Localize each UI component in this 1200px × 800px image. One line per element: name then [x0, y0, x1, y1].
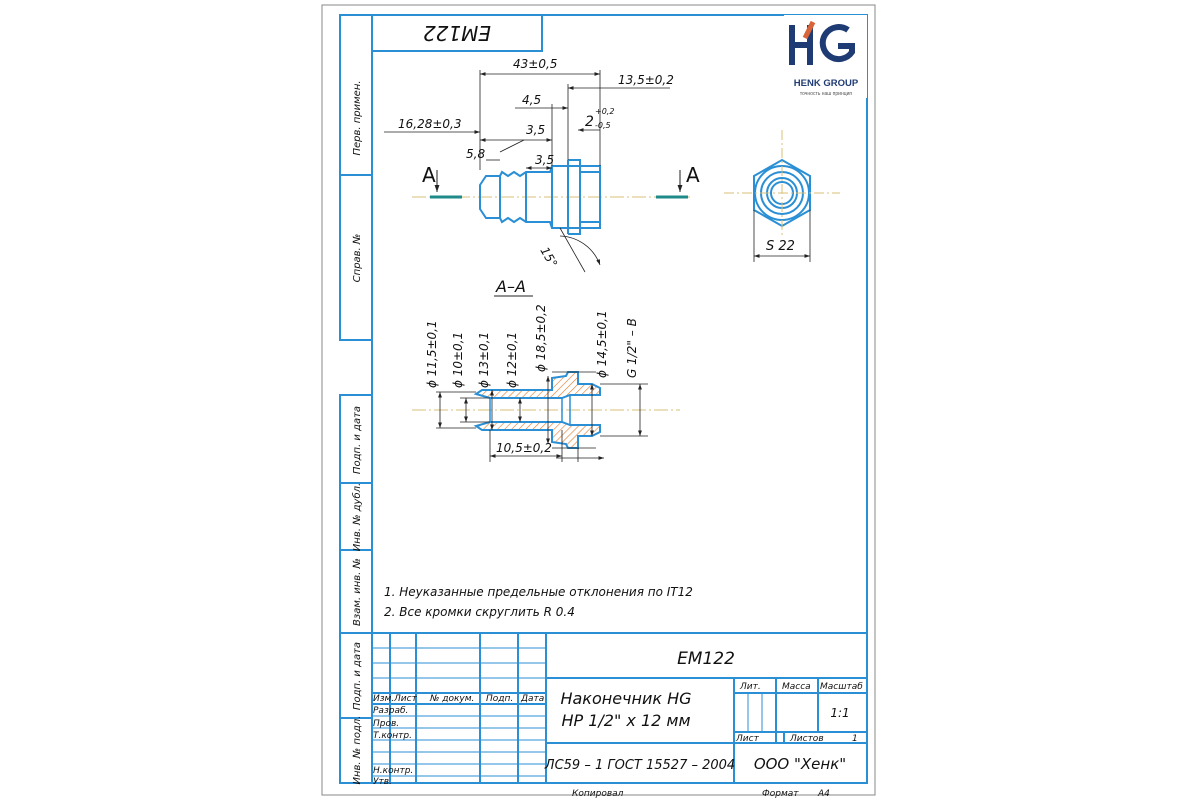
section-view: A–A [412, 277, 680, 462]
dim-4-5: 4,5 [522, 93, 541, 107]
dim-13-5: 13,5±0,2 [618, 73, 674, 87]
notes: 1. Неуказанные предельные отклонения по … [384, 585, 693, 619]
row-nkontr: Н.контр. [373, 766, 413, 776]
dim-2-tol-dn: -0,5 [595, 121, 611, 130]
material-spec: ЛС59 – 1 ГОСТ 15527 – 2004 [544, 758, 735, 773]
scale-value: 1:1 [830, 706, 849, 720]
dim-16-28: 16,28±0,3 [398, 117, 462, 131]
row-prov: Пров. [373, 719, 399, 729]
section-letter-left: A [422, 163, 436, 187]
rotated-doc-code: EM122 [423, 21, 491, 45]
side-label-vzam: Взам. инв. № [352, 558, 363, 626]
dim-5-8: 5,8 [466, 147, 485, 161]
note-1: 1. Неуказанные предельные отклонения по … [384, 585, 693, 599]
dim-d11-5: ϕ 11,5±0,1 [425, 320, 439, 388]
mass-label: Масса [782, 682, 811, 692]
side-label-perv: Перв. примен. [352, 80, 363, 155]
title-block-labels: Изм. Лист № докум. Подп. Дата Разраб. Пр… [373, 682, 863, 799]
dim-thread: G 1/2" – B [625, 318, 639, 378]
page-border [321, 4, 876, 796]
dim-3-5a: 3,5 [526, 123, 545, 137]
side-label-podl: Инв. № подл. [352, 716, 363, 785]
dim-3-5b: 3,5 [535, 153, 554, 167]
logo-brand: HENK GROUP [794, 78, 859, 89]
lit-label: Лит. [739, 682, 761, 692]
scale-label: Масштаб [820, 682, 863, 692]
section-letter-right: A [686, 163, 700, 187]
organization: ООО "Хенк" [754, 755, 846, 773]
drawing-frame [339, 14, 868, 784]
side-label-podp2: Подп. и дата [352, 642, 363, 710]
title-block-thin [372, 647, 763, 777]
copied-label: Копировал [572, 789, 624, 799]
dim-hex: S 22 [766, 239, 795, 254]
note-2: 2. Все кромки скруглить R 0.4 [384, 605, 575, 619]
end-view: S 22 [724, 130, 840, 262]
dim-d10: ϕ 10±0,1 [451, 332, 465, 388]
col-sign: Подп. [486, 694, 513, 704]
row-tkontr: Т.контр. [373, 731, 412, 741]
title-block [372, 632, 867, 783]
dim-2-tol-up: +0,2 [595, 107, 614, 116]
row-utv: Утв. [373, 777, 392, 787]
dim-d14-5: ϕ 14,5±0,1 [595, 310, 609, 378]
part-name-line2: HP 1/2" x 12 мм [561, 711, 690, 730]
dim-d13: ϕ 13±0,1 [477, 332, 491, 388]
dim-43: 43±0,5 [513, 57, 557, 71]
sheets-label: Листов [789, 734, 824, 744]
col-date: Дата [520, 694, 544, 704]
front-view: A A [384, 57, 700, 273]
dim-d12: ϕ 12±0,1 [505, 332, 519, 388]
col-list: Лист [393, 694, 418, 704]
dim-angle: 15° [537, 245, 560, 270]
dim-2: 2 [585, 114, 594, 130]
side-labels: Перв. примен. Справ. № Подп. и дата Инв.… [351, 80, 363, 784]
row-razrab: Разраб. [373, 706, 408, 716]
side-label-sprav: Справ. № [352, 234, 363, 283]
col-doc: № докум. [429, 694, 474, 704]
col-izm: Изм. [373, 694, 394, 704]
side-label-podp1: Подп. и дата [352, 406, 363, 474]
title-code: EM122 [677, 649, 735, 669]
logo-tagline: точность наш принцип [800, 91, 852, 97]
part-name-line1: Наконечник HG [560, 689, 691, 708]
side-label-dubl: Инв. № дубл. [351, 483, 363, 551]
format-label: Формат [762, 789, 799, 799]
section-title: A–A [495, 277, 526, 296]
fitting-outline [479, 159, 601, 235]
sheets-count: 1 [852, 734, 858, 744]
sheet-label: Лист [735, 734, 760, 744]
dim-10-5: 10,5±0,2 [496, 441, 552, 455]
format-value: А4 [817, 789, 830, 799]
dim-d18-5: ϕ 18,5±0,2 [534, 304, 548, 372]
henk-group-logo: HENK GROUP точность наш принцип [784, 15, 867, 98]
